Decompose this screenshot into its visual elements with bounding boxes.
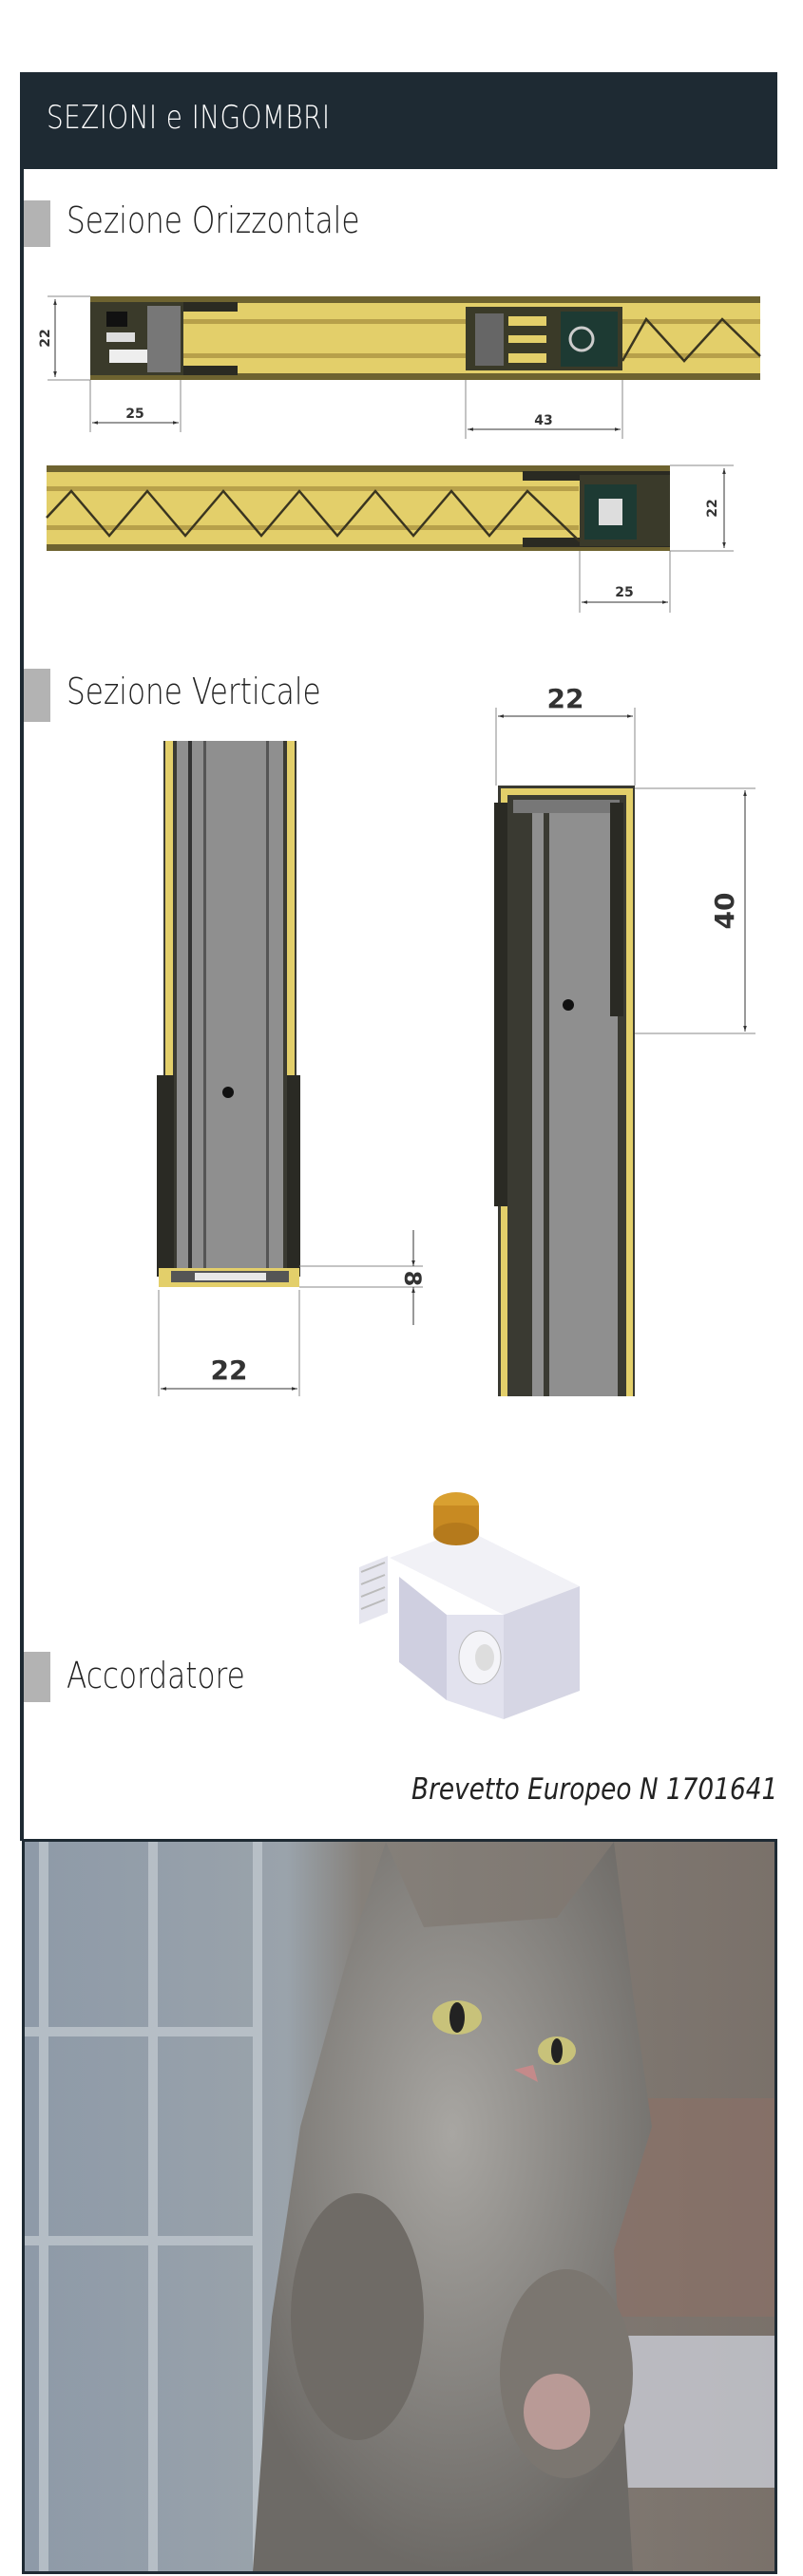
- dim-label: 25: [615, 585, 633, 600]
- section-marker: [24, 200, 50, 247]
- technical-drawings: 22 25 43 22 25: [38, 295, 761, 1719]
- dim-label: 22: [38, 329, 53, 347]
- dim-label: 8: [399, 1271, 426, 1287]
- cat-behind-screen-image: [25, 1842, 774, 2571]
- vertical-section-drawing-left: [157, 741, 423, 1396]
- dim-label: 43: [534, 413, 552, 428]
- section-marker: [24, 1652, 50, 1702]
- patent-note: Brevetto Europeo N 1701641: [411, 1772, 777, 1807]
- dim-label: 22: [547, 683, 584, 714]
- section-title-vertical: Sezione Verticale: [67, 671, 321, 712]
- vertical-section-drawing-right: [494, 708, 755, 1396]
- section-title-horizontal: Sezione Orizzontale: [67, 199, 360, 241]
- section-marker: [24, 669, 50, 722]
- page-title: SEZIONI e INGOMBRI: [47, 99, 331, 137]
- dim-label: 22: [705, 499, 720, 517]
- section-title-tuner: Accordatore: [67, 1655, 245, 1696]
- cat-photo: [22, 1839, 777, 2574]
- section-header: SEZIONI e INGOMBRI: [20, 72, 777, 169]
- dim-label: 22: [211, 1354, 248, 1386]
- dim-label: 25: [125, 407, 143, 422]
- tuner-illustration: [359, 1492, 580, 1719]
- left-border-rule: [20, 169, 24, 1841]
- horizontal-section-drawing-2: [46, 464, 734, 613]
- dim-label: 40: [709, 893, 740, 930]
- horizontal-section-drawing-1: [48, 295, 761, 439]
